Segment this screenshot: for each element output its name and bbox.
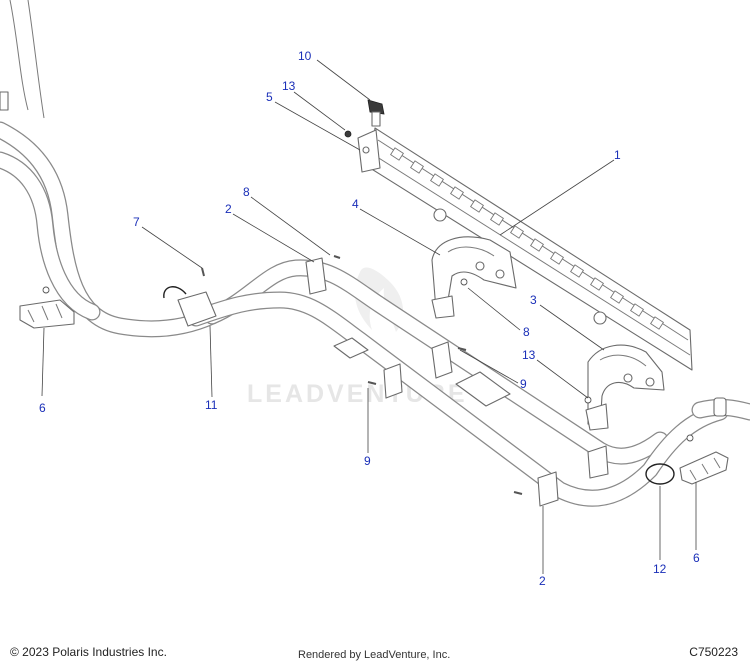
coolant-tube-upper bbox=[203, 259, 669, 465]
tube-sleeve bbox=[333, 337, 511, 407]
connector-11 bbox=[163, 286, 217, 327]
callout-9-lower: 9 bbox=[364, 454, 371, 468]
callout-3: 3 bbox=[530, 293, 537, 307]
callout-12: 12 bbox=[653, 562, 667, 576]
callout-5: 5 bbox=[266, 90, 273, 104]
callout-6-right: 6 bbox=[693, 551, 700, 565]
callout-6-left: 6 bbox=[39, 401, 46, 415]
leader-lines bbox=[41, 59, 697, 574]
callout-10: 10 bbox=[298, 49, 312, 63]
callout-2-upper: 2 bbox=[225, 202, 232, 216]
callout-8-lower: 8 bbox=[523, 325, 530, 339]
diagram-code: C750223 bbox=[689, 645, 738, 659]
screws bbox=[42, 255, 694, 495]
callout-2-lower: 2 bbox=[539, 574, 546, 588]
hanger-bracket-4 bbox=[431, 236, 517, 319]
bracket-6-left bbox=[19, 299, 75, 329]
callout-9-right: 9 bbox=[520, 377, 527, 391]
callout-7: 7 bbox=[133, 215, 140, 229]
callout-13-upper: 13 bbox=[282, 79, 296, 93]
callout-4: 4 bbox=[352, 197, 359, 211]
left-tube-assembly bbox=[0, 0, 221, 338]
callout-8-upper: 8 bbox=[243, 185, 250, 199]
coolant-tube-lower bbox=[187, 291, 750, 507]
fastener-13-upper bbox=[344, 130, 352, 138]
callout-labels: 10 13 5 1 8 2 7 4 8 3 13 9 6 11 9 2 12 6 bbox=[39, 49, 700, 588]
copyright-text: © 2023 Polaris Industries Inc. bbox=[10, 645, 167, 659]
bracket-6-right bbox=[679, 451, 729, 485]
callout-1: 1 bbox=[614, 148, 621, 162]
tube-clamps bbox=[305, 257, 609, 507]
mounting-bracket-rail bbox=[369, 127, 693, 371]
callout-11: 11 bbox=[205, 398, 218, 412]
end-bracket bbox=[357, 129, 381, 173]
clip-part-10 bbox=[367, 99, 385, 127]
hanger-bracket-3 bbox=[585, 344, 665, 431]
hose-clamp-12 bbox=[645, 463, 675, 485]
callout-13-lower: 13 bbox=[522, 348, 536, 362]
rendered-by-text: Rendered by LeadVenture, Inc. bbox=[298, 649, 451, 661]
